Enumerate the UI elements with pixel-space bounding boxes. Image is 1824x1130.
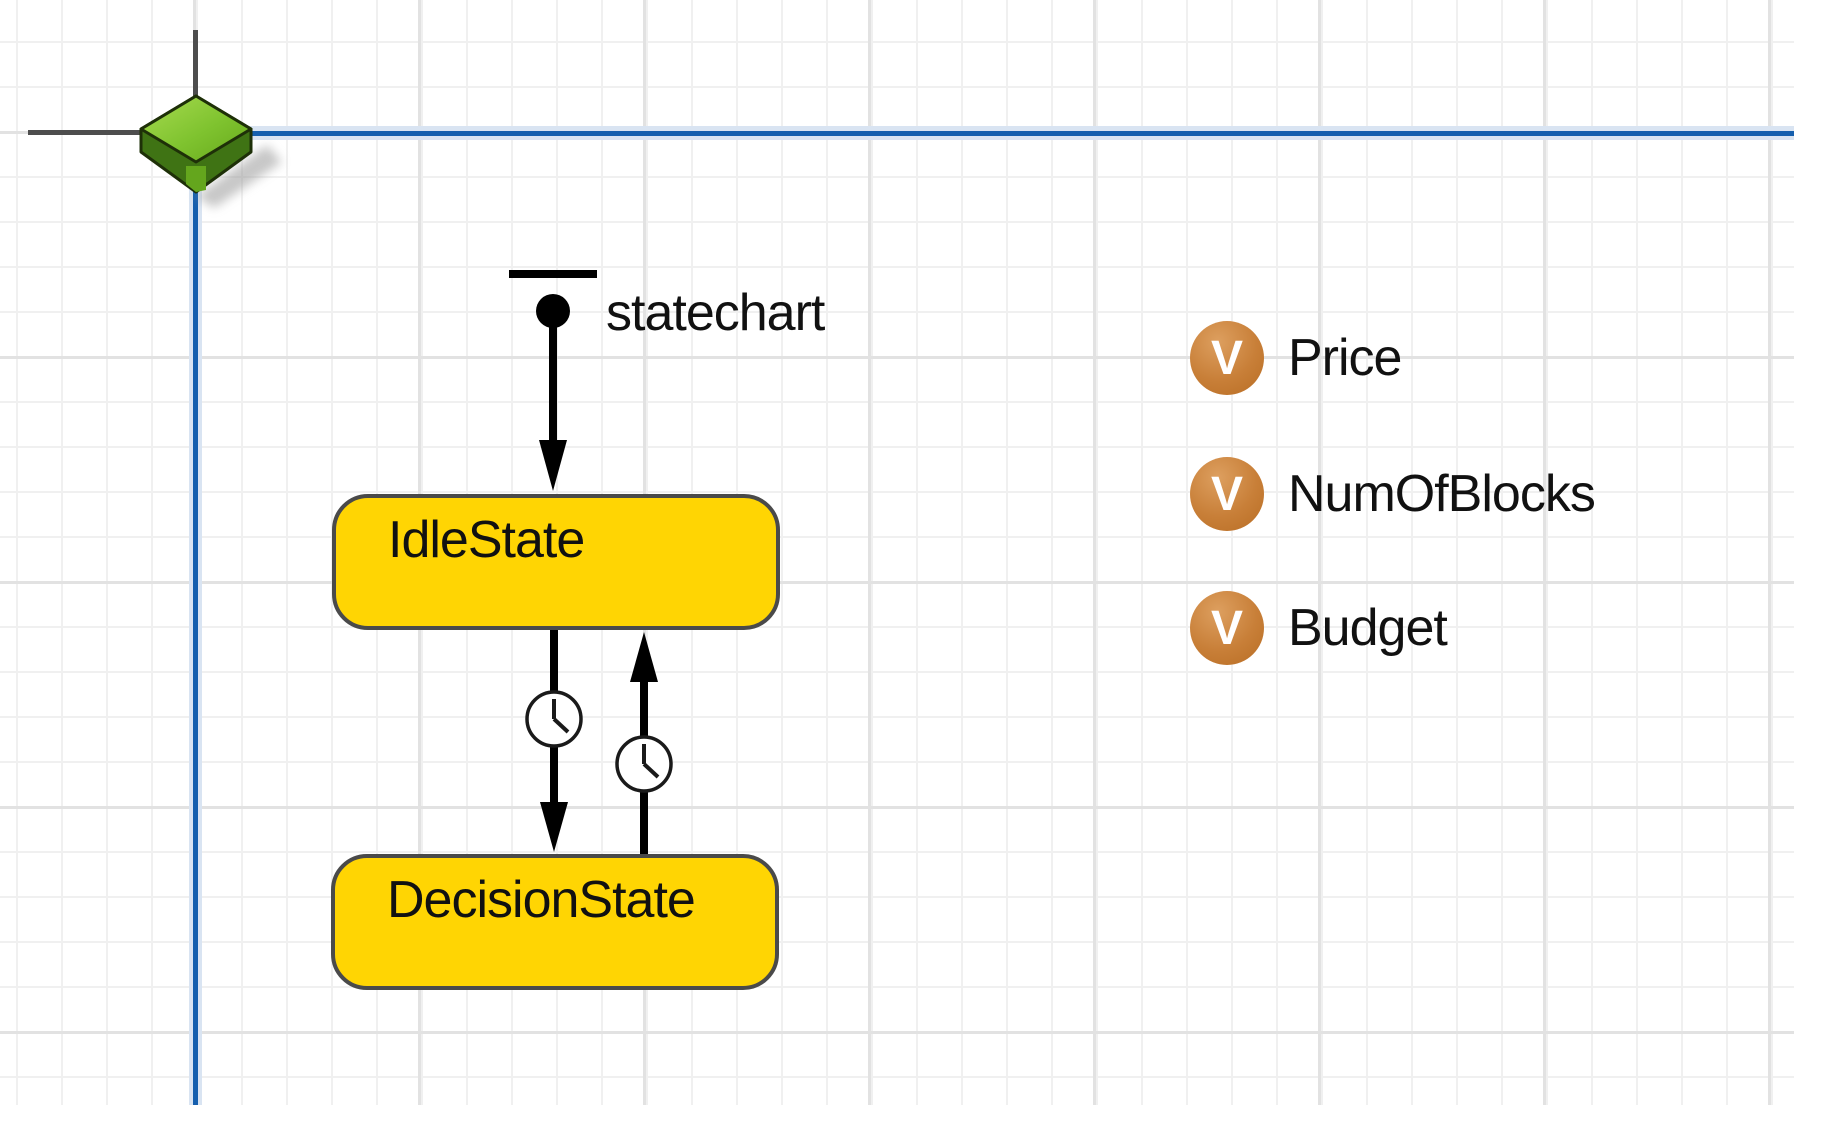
agent-frame-horizontal-line[interactable] bbox=[180, 126, 1794, 140]
origin-axis-vertical bbox=[193, 30, 198, 106]
transition-arrowhead-icon bbox=[630, 632, 658, 682]
variable-numofblocks[interactable]: V NumOfBlocks bbox=[1190, 457, 1596, 531]
state-decisionstate[interactable]: DecisionState bbox=[331, 854, 779, 990]
transition-decision-to-idle[interactable] bbox=[615, 632, 673, 856]
clock-hour-hand bbox=[642, 762, 660, 779]
variable-label: Price bbox=[1288, 329, 1402, 387]
entry-arrowhead-icon bbox=[539, 440, 567, 491]
transition-idle-to-decision[interactable] bbox=[525, 630, 583, 852]
agent-frame-horizontal-core bbox=[180, 131, 1794, 136]
variable-icon: V bbox=[1190, 457, 1264, 531]
variable-label: NumOfBlocks bbox=[1288, 465, 1596, 523]
origin-axis-horizontal bbox=[28, 130, 146, 135]
statechart-entry-pointer[interactable] bbox=[509, 270, 597, 491]
clock-hour-hand bbox=[552, 717, 570, 734]
agent-origin-cube-icon[interactable] bbox=[139, 94, 282, 208]
variable-price[interactable]: V Price bbox=[1190, 321, 1402, 395]
variable-icon: V bbox=[1190, 591, 1264, 665]
agent-frame-vertical-core bbox=[193, 150, 198, 1105]
canvas-grid bbox=[0, 0, 1794, 1105]
state-label: IdleState bbox=[388, 511, 585, 569]
variable-label: Budget bbox=[1288, 599, 1448, 657]
variable-budget[interactable]: V Budget bbox=[1190, 591, 1448, 665]
agent-frame-vertical-line[interactable] bbox=[189, 150, 202, 1105]
state-label: DecisionState bbox=[387, 871, 696, 929]
transition-arrowhead-icon bbox=[540, 802, 568, 852]
entry-bar bbox=[509, 270, 597, 278]
state-idlestate[interactable]: IdleState bbox=[332, 494, 780, 630]
cube-shadow bbox=[196, 145, 282, 208]
statechart-entry-label[interactable]: statechart bbox=[606, 284, 825, 342]
variable-icon: V bbox=[1190, 321, 1264, 395]
cube-top-face bbox=[139, 94, 253, 164]
cube-front-strip bbox=[186, 166, 206, 192]
